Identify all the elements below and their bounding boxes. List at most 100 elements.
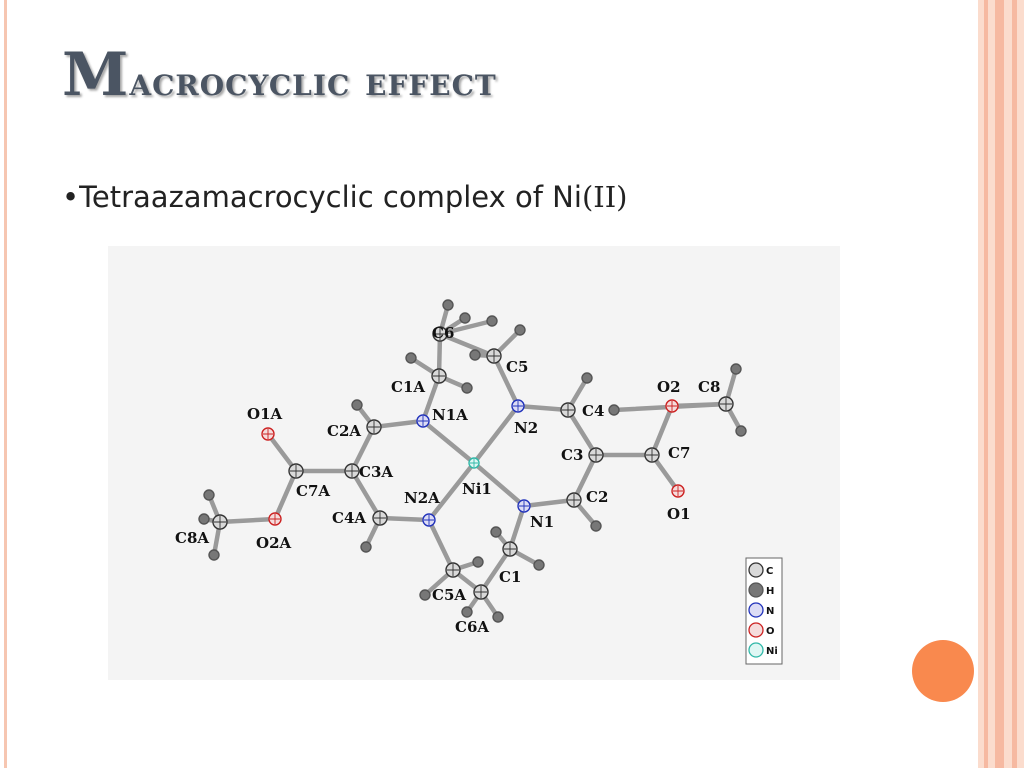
atom-label-o1a: O1A bbox=[247, 405, 283, 423]
atom-label-c6: C6 bbox=[432, 324, 454, 342]
atom-octant-mark bbox=[673, 486, 683, 496]
atom-label-c6a: C6A bbox=[455, 618, 489, 636]
atom-h bbox=[442, 299, 454, 311]
atom-octant-mark bbox=[290, 465, 302, 477]
bond bbox=[571, 452, 599, 503]
atom-octant-mark bbox=[488, 350, 500, 362]
atom-h bbox=[351, 399, 363, 411]
bond bbox=[471, 403, 521, 466]
atom-h bbox=[459, 312, 471, 324]
bond bbox=[426, 517, 456, 573]
atom-octant-mark bbox=[568, 494, 580, 506]
atom-label-o2a: O2A bbox=[256, 534, 292, 552]
atom-octant-mark bbox=[513, 401, 523, 411]
atom-label-c5: C5 bbox=[506, 358, 528, 376]
legend-label-o: O bbox=[766, 626, 775, 637]
atom-octant-mark bbox=[447, 564, 459, 576]
atom-octant-mark bbox=[270, 514, 280, 524]
bond bbox=[377, 515, 432, 523]
bond bbox=[426, 460, 477, 523]
atom-h bbox=[608, 404, 620, 416]
atom-octant-mark bbox=[433, 370, 445, 382]
atom-octant-mark bbox=[504, 543, 516, 555]
atom-label-o1: O1 bbox=[667, 505, 691, 523]
atom-label-o2: O2 bbox=[657, 378, 681, 396]
atom-octant-mark bbox=[720, 398, 732, 410]
atom-octant-mark bbox=[374, 512, 386, 524]
atom-h bbox=[735, 425, 747, 437]
atom-label-n2a: N2A bbox=[404, 489, 440, 507]
legend-swatch-n bbox=[748, 602, 764, 618]
atom-label-n1: N1 bbox=[530, 513, 554, 531]
legend-swatch-h bbox=[748, 582, 764, 598]
atom-octant-mark bbox=[418, 416, 428, 426]
decor-bar bbox=[995, 0, 1004, 768]
atom-label-ni1: Ni1 bbox=[462, 480, 492, 498]
atom-octant-mark bbox=[667, 401, 677, 411]
bullet-text: Tetraazamacrocyclic complex of Ni bbox=[79, 180, 582, 214]
atom-h bbox=[590, 520, 602, 532]
legend-swatch-c bbox=[748, 562, 764, 578]
legend-swatch-ni bbox=[748, 642, 764, 658]
atom-label-c1a: C1A bbox=[391, 378, 425, 396]
atom-label-c7: C7 bbox=[668, 444, 690, 462]
atom-octant-mark bbox=[562, 404, 574, 416]
atom-label-c2: C2 bbox=[586, 488, 608, 506]
atom-h bbox=[419, 589, 431, 601]
decor-bar bbox=[984, 0, 988, 768]
bond bbox=[272, 468, 299, 522]
atom-octant-mark bbox=[470, 459, 478, 467]
atom-octant-mark bbox=[590, 449, 602, 461]
atom-octant-mark bbox=[434, 328, 446, 340]
bond bbox=[349, 424, 377, 474]
atom-label-c8: C8 bbox=[698, 378, 720, 396]
oxidation-state: (II) bbox=[581, 180, 628, 214]
atom-label-c1: C1 bbox=[499, 568, 521, 586]
bond bbox=[521, 497, 577, 509]
title-rest: acrocyclic effect bbox=[129, 58, 497, 105]
atom-h bbox=[469, 349, 481, 361]
atom-label-c3: C3 bbox=[561, 446, 583, 464]
atom-label-c4a: C4A bbox=[332, 509, 366, 527]
atom-h bbox=[461, 606, 473, 618]
atom-label-c4: C4 bbox=[582, 402, 604, 420]
bond bbox=[478, 546, 513, 595]
atom-octant-mark bbox=[519, 501, 529, 511]
title-first-letter: M bbox=[62, 40, 130, 110]
decor-bar bbox=[1012, 0, 1017, 768]
bond bbox=[437, 318, 495, 337]
bond bbox=[491, 353, 521, 409]
atom-label-c8a: C8A bbox=[175, 529, 209, 547]
atom-octant-mark bbox=[424, 515, 434, 525]
bond bbox=[649, 403, 675, 458]
atom-h bbox=[208, 549, 220, 561]
atom-h bbox=[405, 352, 417, 364]
atom-h bbox=[514, 324, 526, 336]
bond bbox=[565, 407, 599, 458]
atom-label-c5a: C5A bbox=[432, 586, 466, 604]
bond bbox=[437, 331, 497, 359]
bond bbox=[265, 431, 299, 474]
atoms bbox=[198, 299, 747, 623]
bullet-marker: • bbox=[62, 180, 80, 214]
atom-octant-mark bbox=[346, 465, 358, 477]
atom-label-c2a: C2A bbox=[327, 422, 361, 440]
atom-h bbox=[198, 513, 210, 525]
legend-label-ni: Ni bbox=[766, 646, 778, 657]
legend-swatch-o bbox=[748, 622, 764, 638]
atom-octant-mark bbox=[263, 429, 273, 439]
atom-octant-mark bbox=[214, 516, 226, 528]
atom-octant-mark bbox=[368, 421, 380, 433]
atom-label-c7a: C7A bbox=[296, 482, 330, 500]
bond bbox=[420, 418, 477, 466]
bond bbox=[420, 373, 442, 424]
atom-octant-mark bbox=[475, 586, 487, 598]
atom-h bbox=[461, 382, 473, 394]
legend-label-n: N bbox=[766, 606, 774, 617]
atom-h bbox=[533, 559, 545, 571]
atom-h bbox=[472, 556, 484, 568]
bond bbox=[471, 460, 527, 509]
